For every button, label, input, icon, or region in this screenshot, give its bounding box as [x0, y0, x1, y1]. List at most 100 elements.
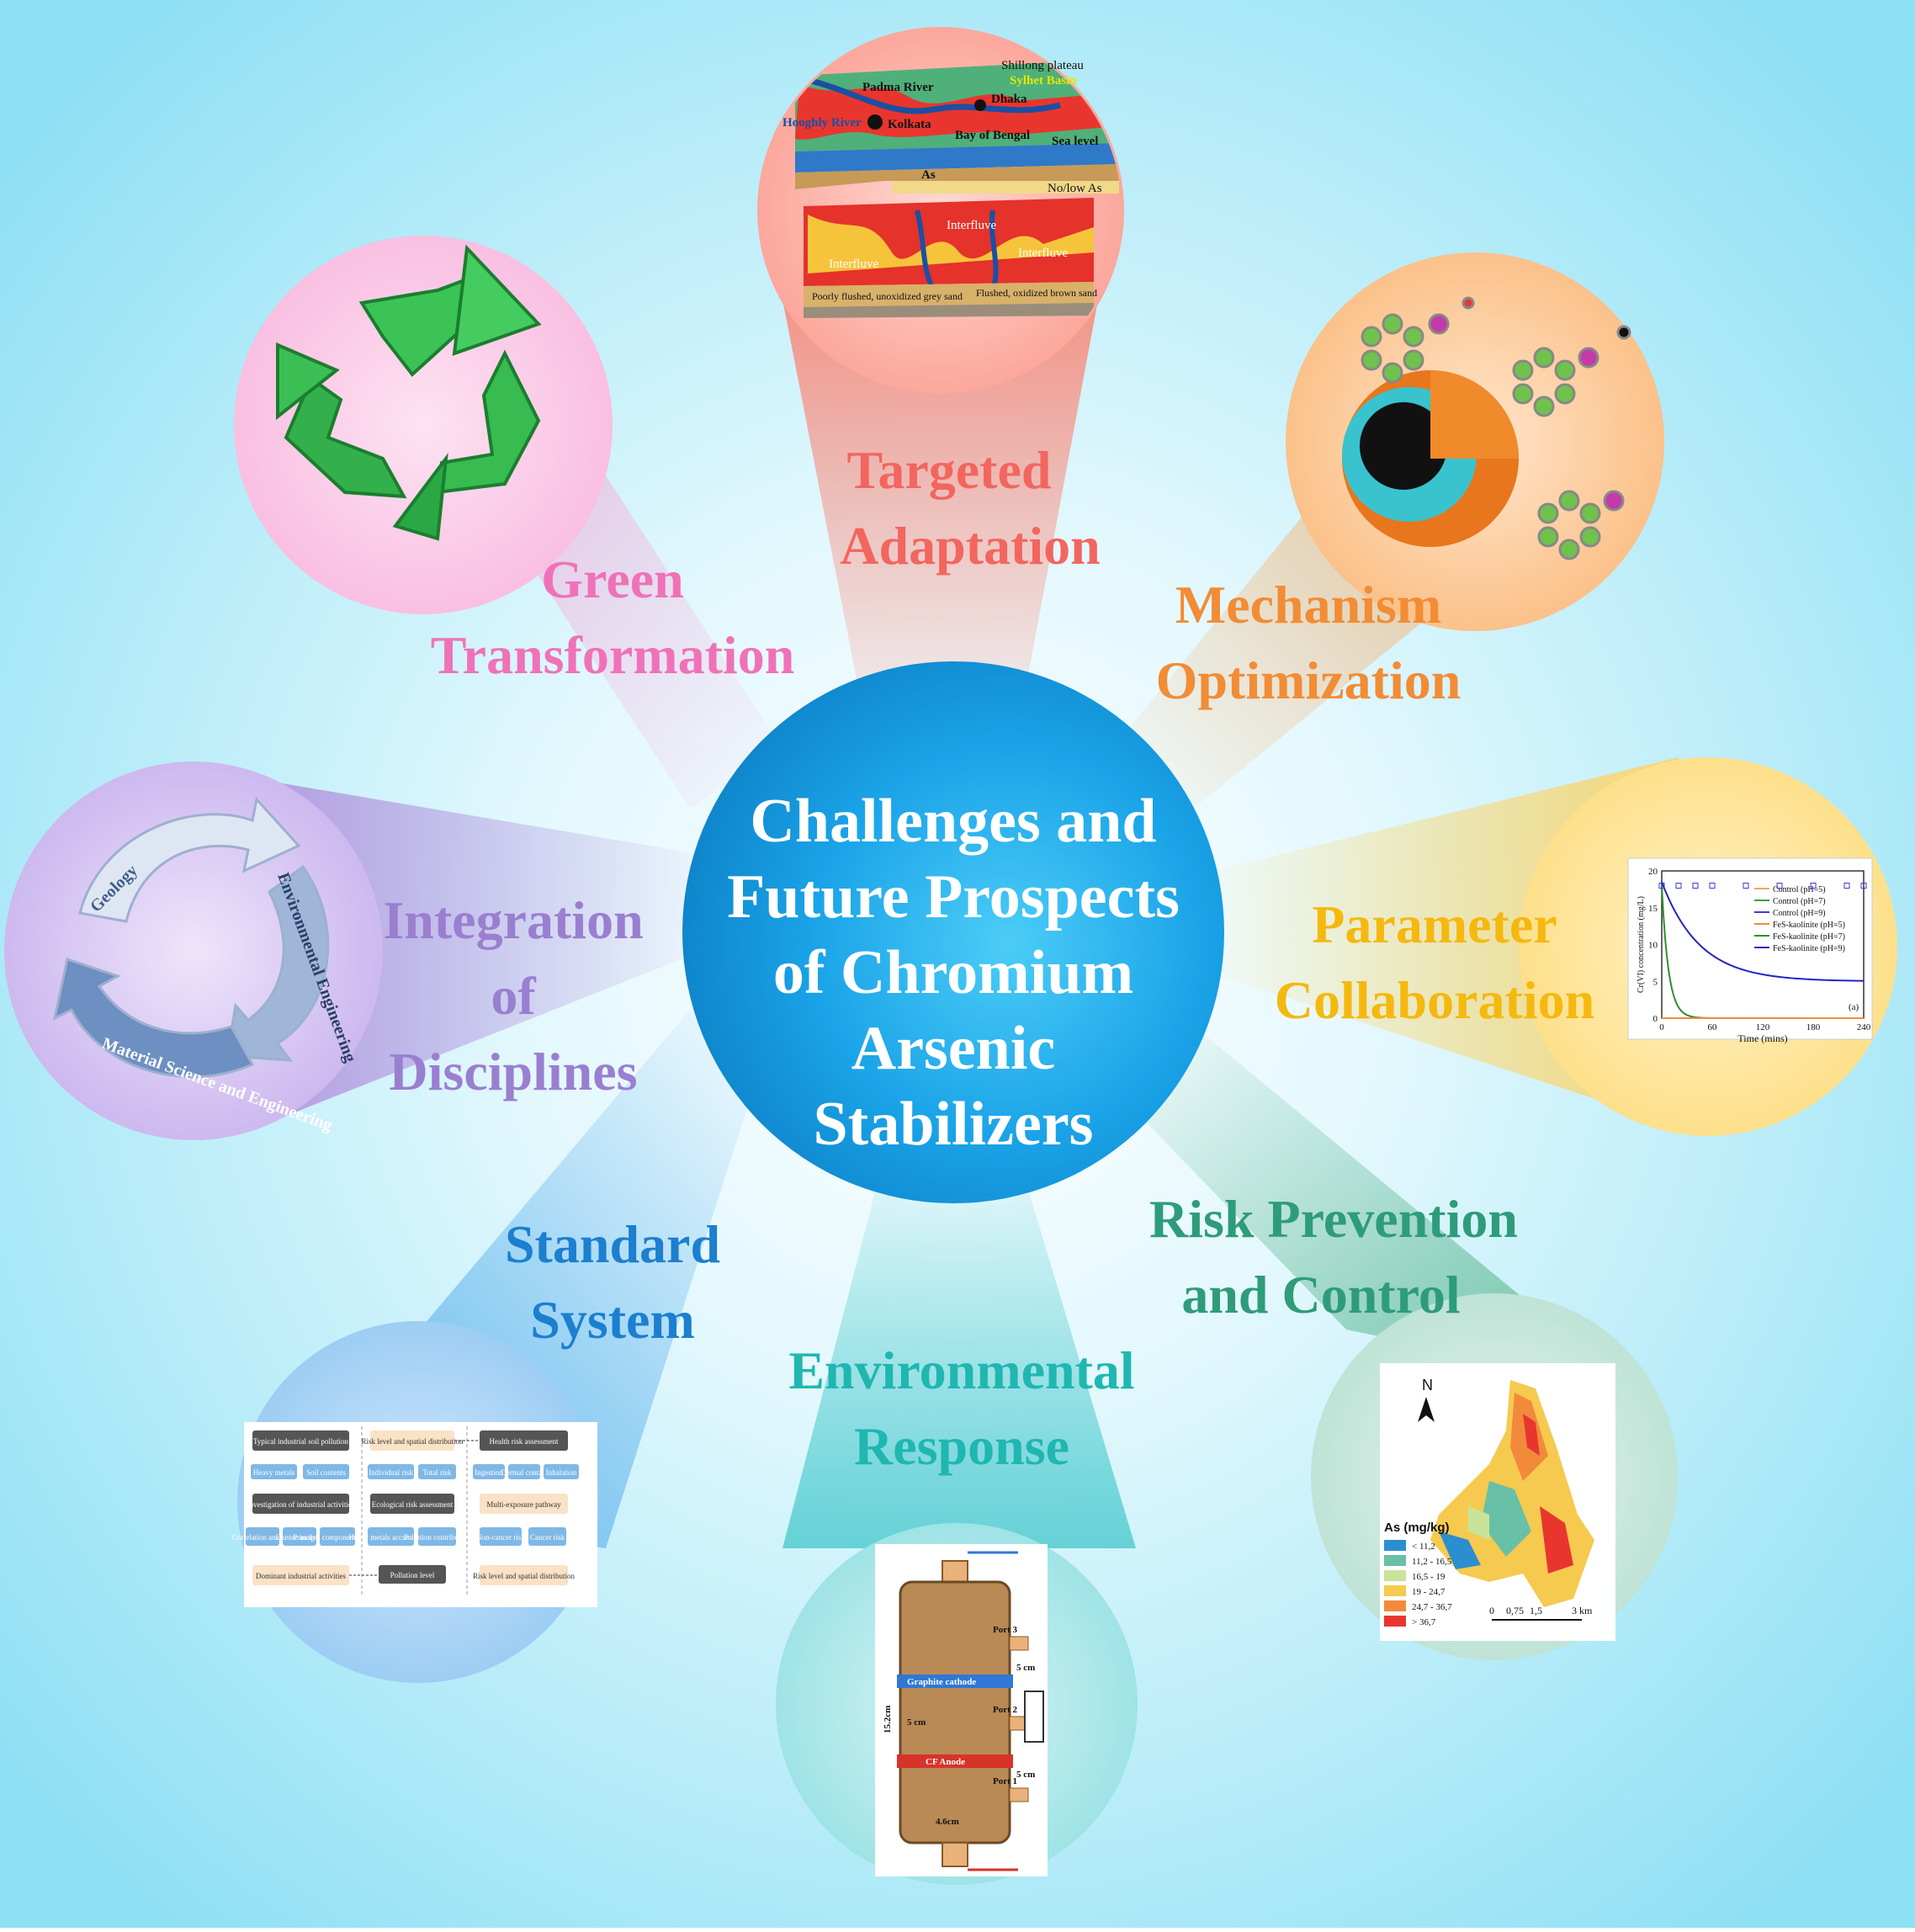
flow-box-label: Total risk [422, 1468, 452, 1477]
label-mechanism-line-2: Optimization [1156, 650, 1461, 710]
legend-entry: Control (pH=7) [1773, 897, 1826, 906]
x-tick-label: 60 [1708, 1022, 1718, 1032]
label-mechanism-line-1: Mechanism [1175, 575, 1441, 634]
flow-box-label: Risk level and spatial distribution [473, 1572, 575, 1580]
center-title-line-5: Stabilizers [814, 1090, 1094, 1159]
center-circle: Challenges and Future Prospects of Chrom… [682, 661, 1224, 1203]
flow-box-label: Ecological risk assessment [372, 1500, 454, 1509]
flow-box-label: Principal component analysis [293, 1533, 382, 1542]
legend-label: > 36,7 [1412, 1617, 1436, 1627]
risk-prevention-circle: N As (mg/kg) < 11,211,2 - 16,516,5 - 191… [1311, 1293, 1678, 1660]
integration-disciplines-circle: Geology Environmental Engineering Materi… [4, 762, 383, 1140]
legend-label: 11,2 - 16,5 [1412, 1557, 1452, 1567]
spacing-label-bottom: 5 cm [1016, 1770, 1035, 1780]
geo-label-sealevel: Sea level [1052, 135, 1098, 148]
flow-box [252, 1430, 349, 1451]
flow-box-label: Heavy metals [253, 1468, 295, 1477]
center-title-line-1: Challenges and [750, 787, 1156, 856]
x-tick-label: 180 [1806, 1022, 1821, 1032]
legend-entry: FeS-kaolinite (pH=5) [1773, 921, 1845, 930]
label-environmental-line-1: Environmental [788, 1340, 1134, 1400]
y-tick-label: 15 [1648, 904, 1658, 914]
label-environmental-line-2: Response [854, 1416, 1069, 1476]
label-green-line-1: Green [541, 549, 683, 609]
height-label: 15.2cm [883, 1706, 893, 1733]
as-legend-title: As (mg/kg) [1384, 1521, 1450, 1535]
label-integration-line-1: Integration [383, 890, 643, 950]
spacing-label-top: 5 cm [1016, 1663, 1035, 1673]
width-label: 4.6cm [936, 1817, 959, 1827]
flow-box [480, 1430, 568, 1451]
flow-box [480, 1527, 522, 1546]
flow-box-label: Multi-exposure pathway [486, 1500, 561, 1509]
geo-label-grey-sand: Poorly flushed, unoxidized grey sand [812, 290, 963, 302]
flow-box [418, 1464, 456, 1479]
flow-box-label: Risk level and spatial distribution [362, 1437, 464, 1446]
series-line [1661, 881, 1865, 982]
geo-label-shillong: Shillong plateau [1001, 59, 1084, 72]
label-parameter-line-2: Collaboration [1275, 970, 1594, 1030]
label-targeted-line-1: Targeted [847, 440, 1052, 500]
geo-label-padma: Padma River [862, 81, 934, 94]
control-marker [1843, 883, 1850, 889]
geo-label-nolow: No/low As [1048, 182, 1102, 195]
label-parameter-line-1: Parameter [1312, 894, 1557, 954]
y-tick-label: 5 [1653, 977, 1658, 987]
flow-box-label: Typical industrial soil pollution [253, 1437, 349, 1446]
legend-label: 24,7 - 36,7 [1412, 1602, 1452, 1612]
label-risk-line-1: Risk Prevention [1149, 1189, 1518, 1249]
flow-box-label: Heavy metals accumulation [349, 1533, 433, 1542]
environmental-response-circle: Port 3 Port 2 Port 1 Graphite cathode CF… [776, 1523, 1138, 1885]
flow-box-label: Cluster analysis [275, 1533, 324, 1542]
center-title-line-2: Future Prospects [727, 862, 1180, 932]
molecule-structures [1361, 296, 1631, 560]
legend-swatch [1384, 1585, 1406, 1596]
targeted-adaptation-circle: Shillong plateau Padma River Sylhet Basi… [757, 27, 1124, 394]
flow-box [320, 1527, 355, 1546]
y-tick-label: 20 [1648, 867, 1658, 877]
recycle-icon [276, 244, 542, 541]
flow-box [480, 1494, 568, 1514]
flow-box [473, 1464, 505, 1479]
geo-label-interfluve-2: Interfluve [829, 257, 878, 271]
x-tick-label: 240 [1857, 1022, 1871, 1032]
flow-box [480, 1565, 568, 1585]
svg-text:3 km: 3 km [1572, 1605, 1593, 1616]
flow-box [544, 1464, 579, 1479]
flow-box-label: Health risk assessment [490, 1437, 559, 1446]
y-tick-label: 10 [1648, 941, 1658, 951]
flow-box [370, 1494, 454, 1514]
flow-box-label: Dominant industrial activities [256, 1572, 346, 1580]
label-standard-line-1: Standard [505, 1214, 720, 1274]
label-integration-line-2: of [491, 966, 536, 1026]
control-marker [1675, 883, 1682, 889]
flow-box [418, 1527, 456, 1546]
flow-box [283, 1527, 316, 1546]
flow-box-label: Investigation of industrial activities [247, 1500, 355, 1509]
legend-swatch [1384, 1616, 1406, 1627]
geo-label-sylhet: Sylhet Basin [1010, 74, 1077, 88]
flow-box-label: Soil contents [306, 1468, 346, 1477]
geology-block-diagram [795, 59, 1119, 318]
flow-box [368, 1464, 414, 1479]
geo-label-dhaka: Dhaka [991, 93, 1027, 106]
flow-box-label: Inhalation [546, 1468, 577, 1477]
flow-box-label: Correlation analysis [232, 1533, 294, 1542]
control-marker [1743, 883, 1749, 889]
svg-text:0: 0 [1489, 1605, 1494, 1616]
geo-label-kolkata: Kolkata [888, 118, 931, 131]
legend-entry: Control (pH=9) [1773, 909, 1826, 918]
panel-label: (a) [1849, 1002, 1859, 1012]
center-title-line-3: of Chromium [773, 938, 1133, 1007]
geo-label-bay: Bay of Bengal [955, 129, 1030, 142]
flow-box [368, 1527, 414, 1546]
label-targeted-line-2: Adaptation [840, 516, 1100, 576]
as-scale-bar: 0 0,75 1,5 3 km [1489, 1605, 1593, 1621]
flow-box-label: Non-cancer risk [476, 1533, 525, 1542]
